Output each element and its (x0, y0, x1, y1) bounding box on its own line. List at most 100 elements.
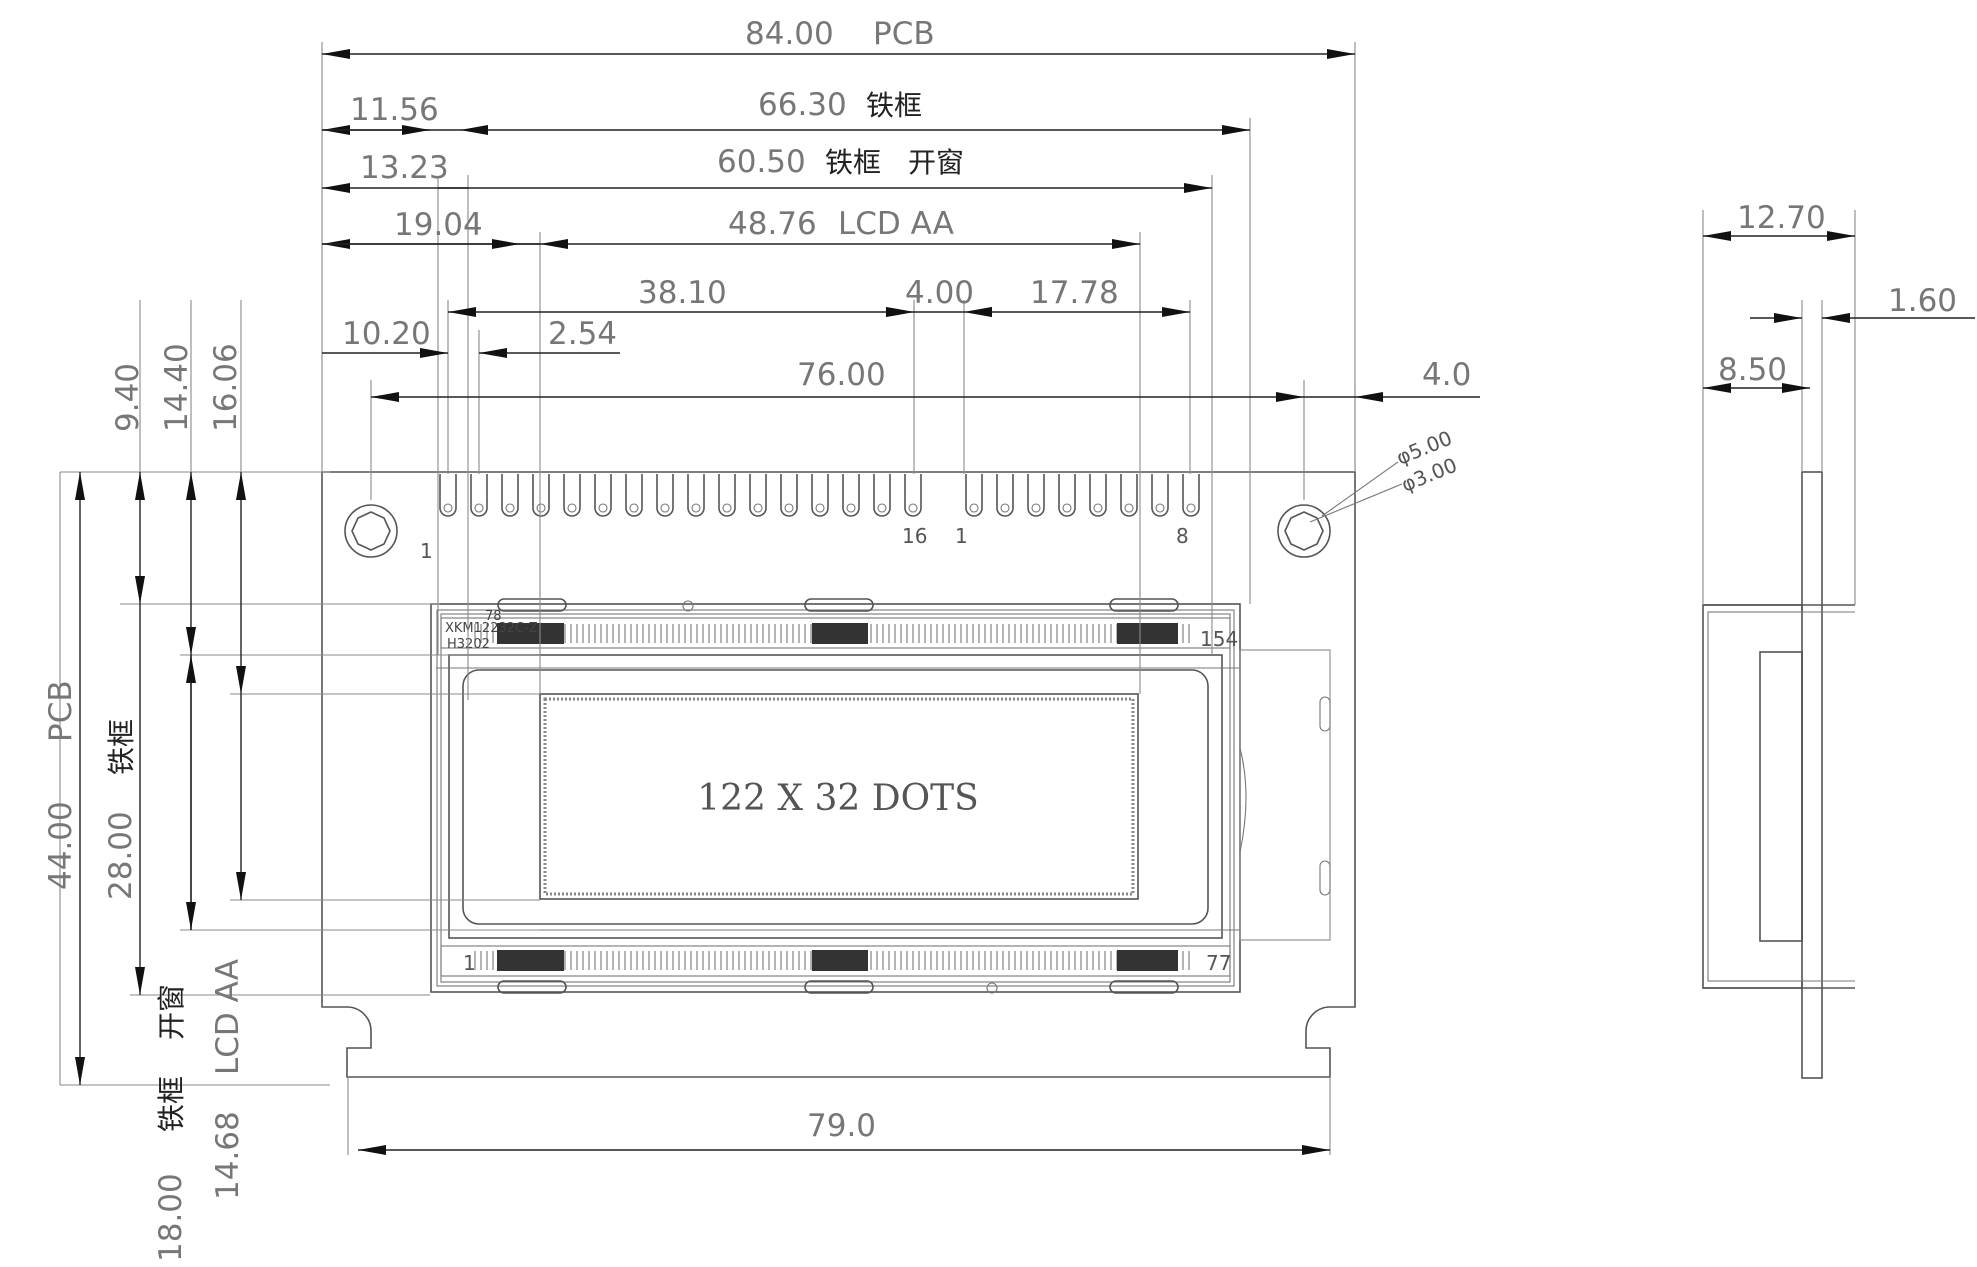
dim-aa-width-value: 48.76 (728, 206, 817, 242)
dimension-arrow (236, 472, 246, 500)
pin-label-1: 1 (420, 539, 433, 563)
pin (532, 474, 550, 517)
contact-pad (812, 950, 868, 971)
dim-window-width-label1: 铁框 (825, 146, 881, 179)
dimension-arrow (236, 872, 246, 900)
pin-hole (1031, 503, 1041, 513)
dim-frame-width-label: 铁框 (866, 89, 922, 122)
dimension-arrow (236, 666, 246, 694)
dim-79-0: 79.0 (807, 1108, 876, 1144)
dim-v-14-40: 14.40 (159, 343, 195, 432)
dimension-arrow (1703, 231, 1731, 241)
dimension-arrow (1703, 383, 1731, 393)
pin (470, 474, 488, 517)
dimension-arrow (75, 472, 85, 500)
pin-hole (1186, 503, 1196, 513)
dimension-arrow (186, 472, 196, 500)
dimension-arrow (1184, 183, 1212, 193)
dimension-arrow (479, 348, 507, 358)
dim-v-window-label2: 开窗 (155, 984, 188, 1040)
dimension-arrow (1276, 392, 1304, 402)
lcd-resolution-label: 122 X 32 DOTS (697, 778, 979, 819)
lcd-active-area (539, 693, 1139, 900)
dim-side-8-50: 8.50 (1718, 352, 1787, 388)
dimension-arrow (1302, 1145, 1330, 1155)
pin (1182, 474, 1200, 517)
pin (439, 474, 457, 517)
backlight-outline (1239, 649, 1331, 941)
pin-hole (908, 503, 918, 513)
pin (811, 474, 829, 517)
dimension-arrow (135, 967, 145, 995)
dimension-arrow (402, 125, 430, 135)
pin-hole (660, 503, 670, 513)
dimension-arrow (420, 348, 448, 358)
dim-v-window-label1: 铁框 (155, 1076, 188, 1132)
glass-label-1: 1 (463, 951, 476, 975)
pin-label-16: 16 (902, 524, 927, 548)
dimension-arrow (1827, 231, 1855, 241)
dim-pcb-width-label: PCB (873, 16, 935, 52)
pin (1089, 474, 1107, 517)
pin-header-row (439, 474, 1200, 517)
mounting-hole-left (344, 504, 398, 558)
dim-v-16-06: 16.06 (208, 343, 244, 432)
dimension-arrow (1782, 383, 1810, 393)
glass-contact-strips (440, 617, 1231, 977)
contact-pad (497, 623, 564, 644)
dimension-arrow (460, 125, 488, 135)
mounting-hole-right (1277, 504, 1331, 558)
side-view (1702, 471, 1855, 1079)
dimension-arrow (135, 576, 145, 604)
dimension-arrow (186, 627, 196, 655)
dim-frame-width-value: 66.30 (758, 87, 847, 123)
pin (501, 474, 519, 517)
dim-side-12-70: 12.70 (1737, 200, 1826, 236)
pin-hole (598, 503, 608, 513)
dim-v-frame-value: 28.00 (103, 811, 139, 900)
dimension-arrow (186, 902, 196, 930)
dimension-arrow (135, 472, 145, 500)
pin (594, 474, 612, 517)
pin (1058, 474, 1076, 517)
dim-10-20: 10.20 (342, 316, 431, 352)
pin-hole (567, 503, 577, 513)
pin-hole (443, 503, 453, 513)
pin (965, 474, 983, 517)
pin-hole (877, 503, 887, 513)
dimension-arrow (1222, 125, 1250, 135)
dim-v-window-value: 18.00 (153, 1173, 189, 1262)
dimension-arrow (322, 49, 350, 59)
dimension-arrow (492, 239, 520, 249)
contact-pad (1117, 950, 1178, 971)
pin-hole (722, 503, 732, 513)
dimension-arrow (75, 1057, 85, 1085)
dimension-arrow (1327, 49, 1355, 59)
pin-hole (784, 503, 794, 513)
pin (718, 474, 736, 517)
pin-hole (474, 503, 484, 513)
pin (996, 474, 1014, 517)
dimension-arrow (371, 392, 399, 402)
dimension-arrow (322, 183, 350, 193)
dimension-arrow (1162, 307, 1190, 317)
pin (687, 474, 705, 517)
pin-hole (969, 503, 979, 513)
pin-hole (629, 503, 639, 513)
pin-hole (846, 503, 856, 513)
pin (1151, 474, 1169, 517)
dim-v-aa-value: 14.68 (210, 1111, 246, 1200)
dim-v-pcb-value: 44.00 (43, 801, 79, 890)
contact-pad (812, 623, 868, 644)
frame-window (436, 654, 1240, 939)
dimension-arrow (540, 239, 568, 249)
frame-tabs (497, 598, 1179, 994)
pin-hole (1124, 503, 1134, 513)
dimension-arrow (448, 307, 476, 317)
dimension-arrow (964, 307, 992, 317)
dimension-arrow (886, 307, 914, 317)
pin (1027, 474, 1045, 517)
dim-side-1-60: 1.60 (1888, 283, 1957, 319)
dimension-arrow (1112, 239, 1140, 249)
